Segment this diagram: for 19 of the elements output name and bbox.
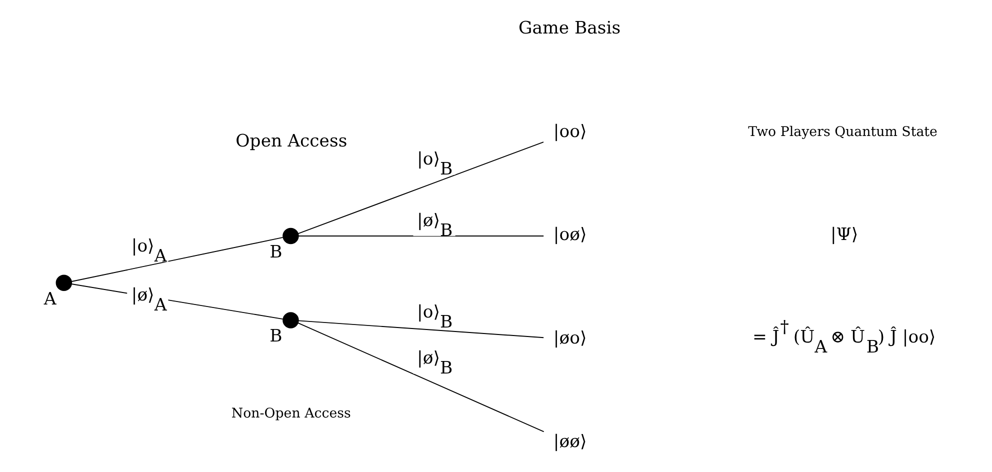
node-label: A: [44, 289, 56, 310]
connector: [71, 236, 284, 282]
node-text: |oø⟩: [553, 225, 587, 246]
node-text: |oo⟩: [553, 122, 587, 142]
label: Game Basis: [518, 18, 621, 39]
label: Non-Open Access: [231, 406, 351, 422]
node-circle: [282, 312, 299, 328]
node-circle: [282, 228, 299, 244]
node-label: B: [270, 242, 282, 262]
connector: [298, 142, 544, 234]
node-circle: [56, 274, 72, 292]
node-text: |øo⟩: [553, 328, 587, 349]
label: Two Players Quantum State: [748, 125, 938, 140]
node-label: B: [270, 326, 282, 347]
node-text: |øø⟩: [553, 432, 587, 452]
label: |Ψ⟩: [830, 225, 858, 246]
connector: [298, 320, 544, 338]
label: Open Access: [236, 131, 348, 152]
connector: [298, 322, 544, 432]
